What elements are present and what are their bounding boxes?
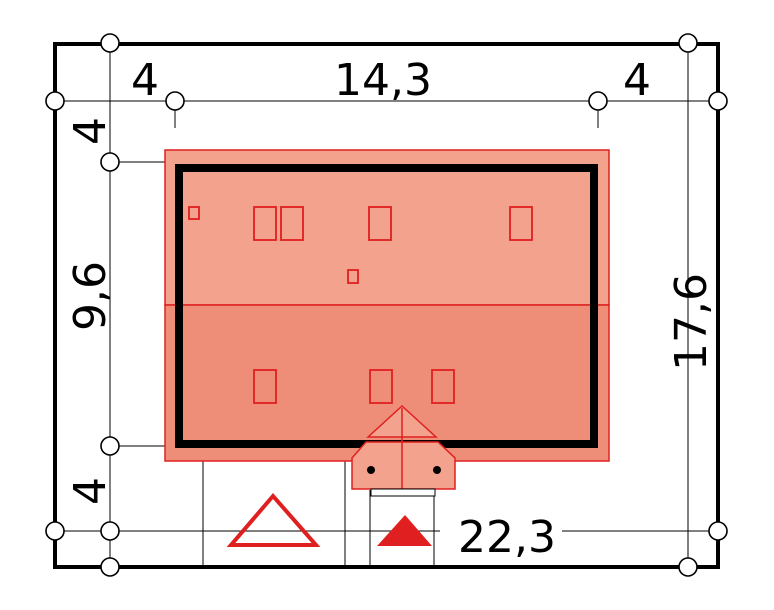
dim-right-vertical: 17,6 (666, 273, 717, 371)
dim-left-top: 4 (65, 117, 116, 145)
entrance-porch (351, 404, 456, 497)
access-road-triangle (226, 492, 321, 547)
reference-points (45, 33, 728, 577)
roof-window (368, 206, 392, 241)
house-roof (164, 149, 610, 462)
roof-window (253, 206, 277, 241)
dim-bottom-horizontal: 22,3 (458, 512, 556, 563)
plot-boundary (53, 42, 720, 569)
chimney-small (347, 269, 359, 284)
main-entrance-triangle (377, 515, 432, 546)
dim-top-right: 4 (623, 55, 651, 106)
roof-upper-half (164, 149, 610, 306)
dimension-labels: 4 14,3 4 4 9,6 4 17,6 22,3 (65, 55, 717, 563)
roof-window (369, 369, 393, 404)
porch-roof (351, 441, 456, 490)
roof-window (431, 369, 455, 404)
chimney-small (188, 206, 200, 220)
dim-left-bottom: 4 (65, 477, 116, 505)
dim-left-middle: 9,6 (65, 261, 116, 331)
roof-window (509, 206, 533, 241)
roof-windows (188, 206, 533, 404)
roof-window (280, 206, 304, 241)
roof-window (253, 369, 277, 404)
entrance-step (370, 488, 436, 497)
porch-post (433, 466, 441, 474)
porch-post (367, 466, 375, 474)
dim-top-middle: 14,3 (334, 55, 432, 106)
dim-top-left: 4 (131, 55, 159, 106)
